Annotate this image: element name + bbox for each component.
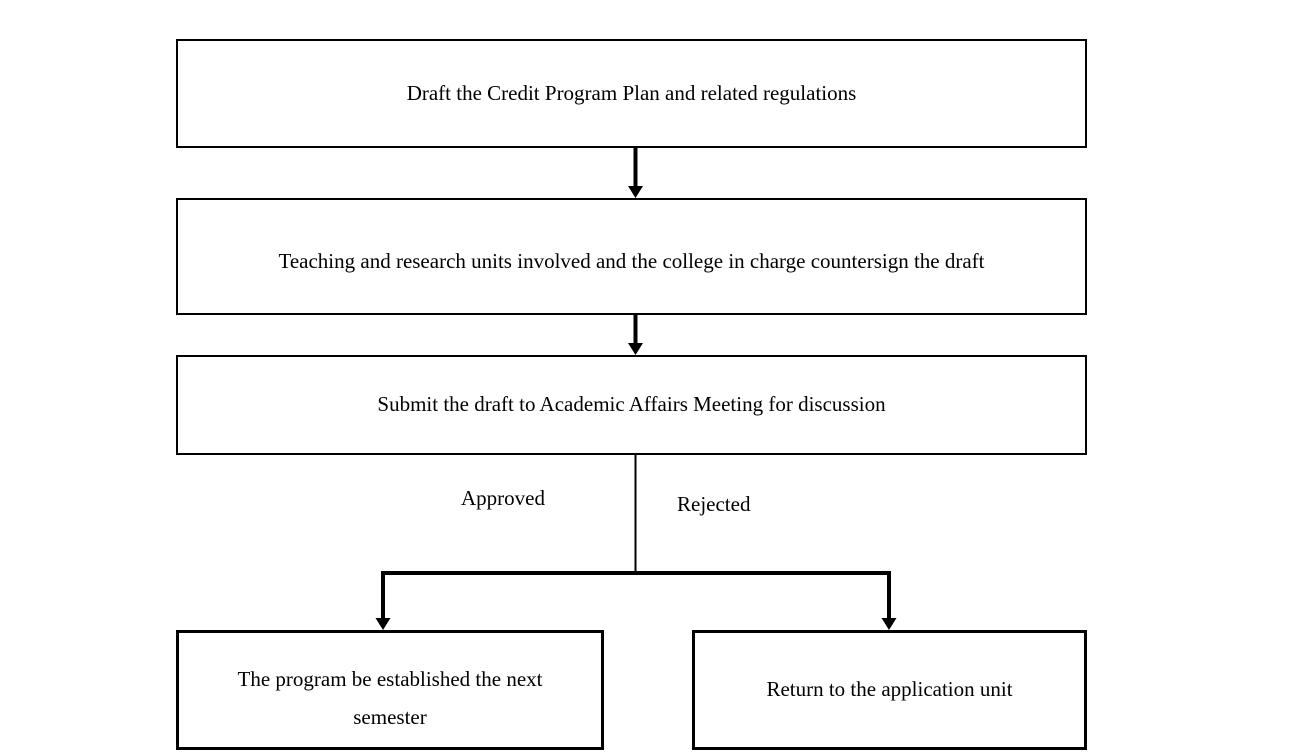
arrow-rejected-head: [881, 618, 897, 630]
node-return-label: Return to the application unit: [766, 677, 1013, 702]
node-submit-label: Submit the draft to Academic Affairs Mee…: [377, 392, 886, 417]
node-return: Return to the application unit: [692, 630, 1087, 750]
arrow-countersign-to-submit-head: [628, 343, 643, 355]
node-countersign: Teaching and research units involved and…: [176, 198, 1087, 315]
node-draft-label: Draft the Credit Program Plan and relate…: [406, 80, 857, 105]
node-established: The program be established the next seme…: [176, 630, 604, 750]
node-established-label: The program be established the next seme…: [237, 667, 543, 729]
node-draft: Draft the Credit Program Plan and relate…: [176, 39, 1087, 148]
arrow-approved-head: [375, 618, 391, 630]
edge-label-rejected: Rejected: [677, 492, 751, 516]
edge-label-approved: Approved: [461, 486, 545, 510]
node-countersign-label: Teaching and research units involved and…: [278, 248, 985, 273]
arrow-draft-to-countersign-head: [628, 186, 643, 198]
node-submit: Submit the draft to Academic Affairs Mee…: [176, 355, 1087, 455]
